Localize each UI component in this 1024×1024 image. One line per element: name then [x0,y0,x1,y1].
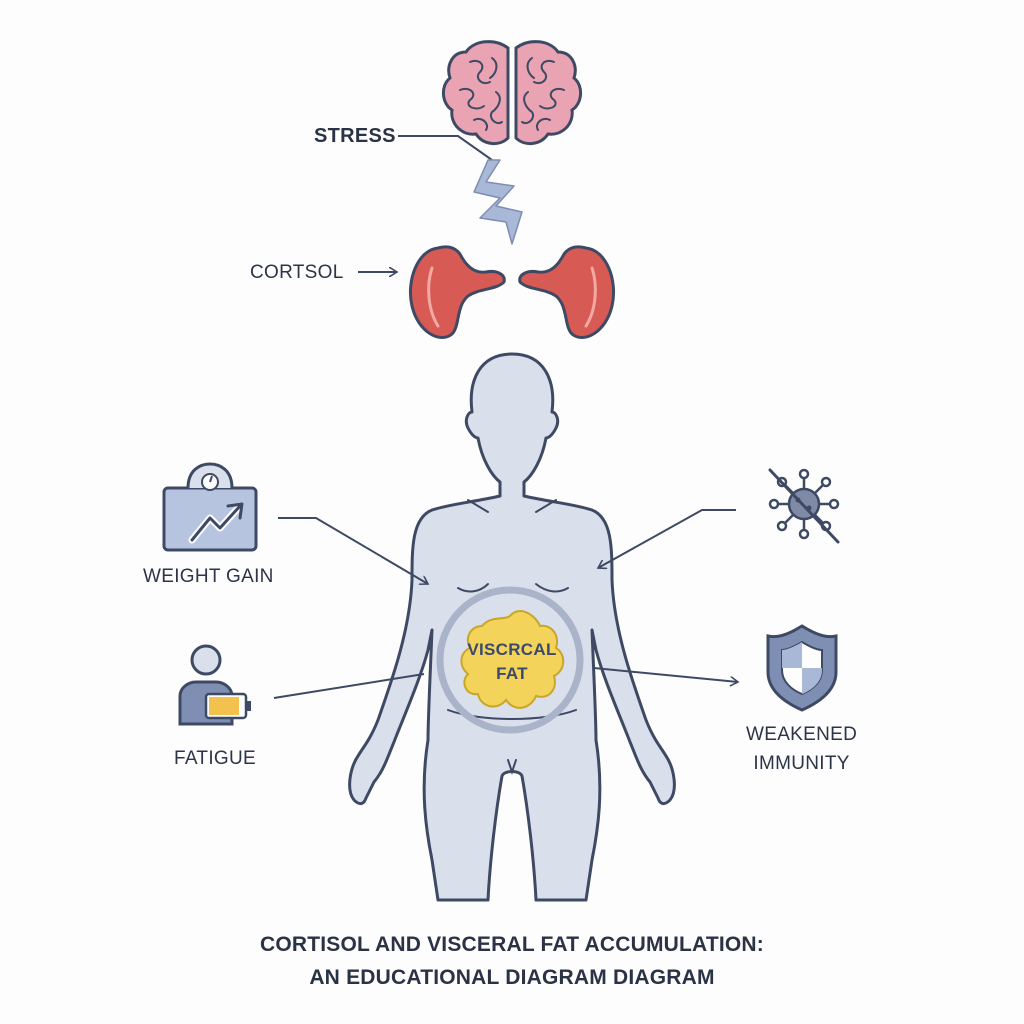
weakened-immunity-line1: WEAKENED [746,724,858,745]
weight-gain-pointer [278,517,428,584]
brain-icon [442,40,582,145]
virus-crossed-icon [768,468,840,544]
fatigue-pointer [273,673,425,699]
diagram-caption: CORTISOL AND VISCERAL FAT ACCUMULATION: … [0,928,1024,994]
shield-icon [766,624,838,712]
caption-line1: CORTISOL AND VISCERAL FAT ACCUMULATION: [259,933,764,956]
visceral-fat-label: VISCRCAL FAT [452,638,572,686]
caption-line2: AN EDUCATIONAL DIAGRAM DIAGRAM [309,966,715,989]
immunity-pointer [593,667,738,682]
virus-pointer [598,509,736,568]
fatigue-label: FATIGUE [174,748,256,769]
cortisol-label: CORTSOL [250,262,344,283]
weakened-immunity-line2: IMMUNITY [753,753,850,774]
weight-gain-label: WEIGHT GAIN [143,566,274,587]
lightning-bolt-icon [473,159,523,245]
adrenal-gland-icon [409,245,615,339]
visceral-fat-blob [460,610,565,709]
stress-label: STRESS [314,125,396,147]
weakened-immunity-label: WEAKENED IMMUNITY [746,720,857,778]
visceral-fat-line2: FAT [496,664,528,683]
visceral-fat-line1: VISCRCAL [467,640,557,659]
scale-trend-icon [162,462,258,552]
visceral-fat-ring [436,586,584,734]
person-battery-icon [178,644,251,726]
stress-pointer-line [398,135,493,161]
